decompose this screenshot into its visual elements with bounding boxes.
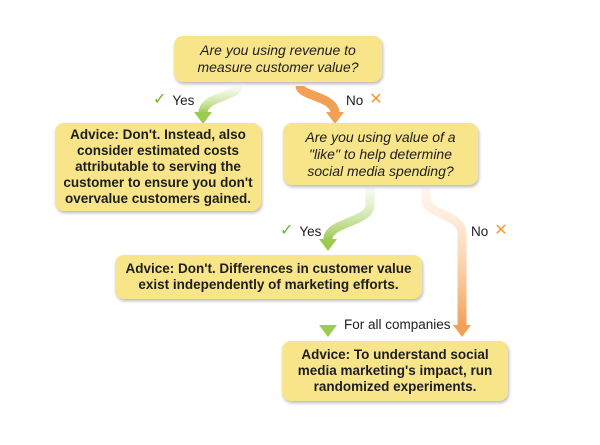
q2-no-label: No ✕ (471, 223, 508, 239)
q1-yes-arrowhead (194, 112, 212, 124)
q2-yes-label: ✓ Yes (280, 223, 321, 239)
q1-no-arrow (295, 84, 340, 114)
question-like-value: Are you using value of a "like" to help … (283, 123, 478, 185)
advice-revenue-text: Advice: Don't. Instead, also consider es… (63, 127, 253, 206)
question-like-value-text: Are you using value of a "like" to help … (305, 128, 456, 179)
check-mark-icon: ✓ (280, 222, 294, 239)
q2-yes-arrowhead (319, 239, 337, 251)
q1-yes-arrow (198, 84, 243, 114)
question-revenue-text: Are you using revenue to measure custome… (197, 42, 359, 75)
q2-yes-text: Yes (299, 223, 322, 239)
question-revenue: Are you using revenue to measure custome… (174, 36, 382, 82)
all-companies-label: For all companies (344, 317, 451, 332)
advice-like-value-text: Advice: Don't. Differences in customer v… (125, 261, 412, 292)
q1-yes-text: Yes (172, 92, 195, 108)
q1-no-label: No ✕ (346, 92, 383, 108)
q1-no-arrowhead (326, 112, 344, 124)
advice-experiments-text: Advice: To understand social media marke… (297, 347, 493, 394)
q2-no-arrow (421, 188, 467, 326)
q1-yes-label: ✓ Yes (153, 92, 194, 108)
check-mark-icon: ✓ (153, 91, 167, 108)
q2-no-arrowhead (453, 325, 471, 337)
advice2-arrowhead (319, 325, 337, 337)
q2-no-text: No (471, 223, 489, 239)
x-mark-icon: ✕ (494, 222, 508, 239)
advice-revenue: Advice: Don't. Instead, also consider es… (55, 123, 261, 211)
advice-experiments: Advice: To understand social media marke… (282, 341, 508, 401)
x-mark-icon: ✕ (369, 91, 383, 108)
advice-like-value: Advice: Don't. Differences in customer v… (115, 255, 422, 299)
q1-no-text: No (346, 92, 364, 108)
q2-yes-arrow (323, 188, 375, 240)
all-companies-text: For all companies (344, 317, 451, 332)
